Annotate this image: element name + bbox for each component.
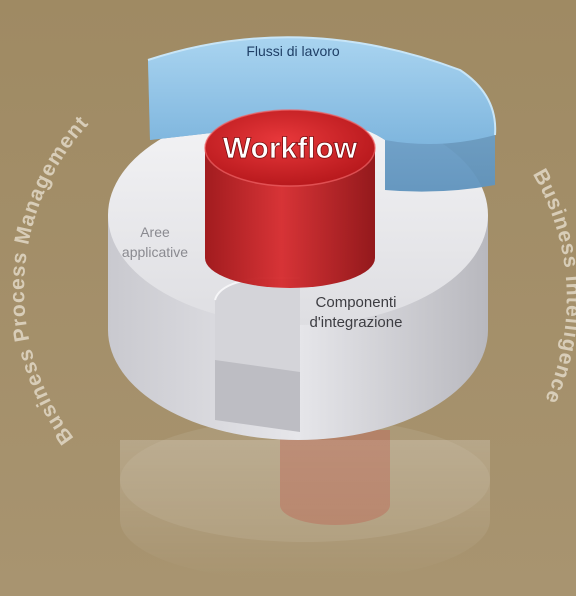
top-layer-label: Flussi di lavoro (246, 43, 340, 59)
reflection (120, 418, 490, 582)
left-layer-label-line1: Aree (140, 224, 170, 240)
red-core (204, 109, 376, 288)
right-layer-label-line2: d'integrazione (310, 314, 403, 331)
right-layer-label-line1: Componenti (316, 294, 397, 311)
center-label: Workflow (223, 132, 358, 165)
left-layer-label-line2: applicative (122, 244, 188, 260)
